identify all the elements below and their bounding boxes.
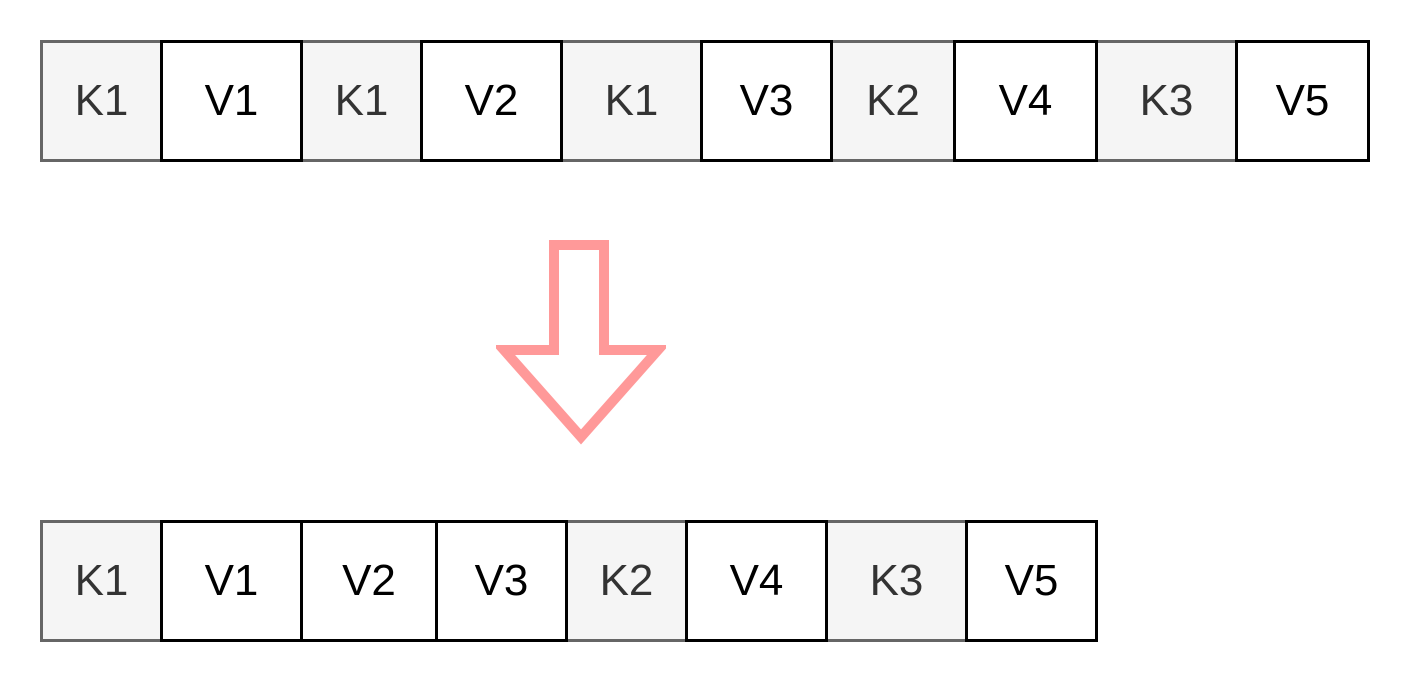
value-cell: V1	[160, 40, 303, 162]
key-cell: K3	[825, 520, 968, 642]
value-cell: V2	[420, 40, 563, 162]
key-cell: K1	[560, 40, 703, 162]
value-cell: V4	[953, 40, 1098, 162]
key-cell: K1	[40, 40, 163, 162]
key-cell: K1	[300, 40, 423, 162]
value-cell: V3	[435, 520, 568, 642]
value-cell: V2	[300, 520, 438, 642]
value-cell: V3	[700, 40, 833, 162]
down-arrow-icon	[496, 240, 666, 445]
value-cell: V5	[965, 520, 1098, 642]
key-cell: K1	[40, 520, 163, 642]
key-cell: K3	[1095, 40, 1238, 162]
value-cell: V5	[1235, 40, 1370, 162]
key-cell: K2	[830, 40, 956, 162]
value-cell: V1	[160, 520, 303, 642]
value-cell: V4	[685, 520, 828, 642]
key-cell: K2	[565, 520, 688, 642]
top-kv-sequence: K1 V1 K1 V2 K1 V3 K2 V4 K3 V5	[40, 40, 1370, 162]
arrow-outline	[496, 240, 666, 445]
bottom-kv-sequence: K1 V1 V2 V3 K2 V4 K3 V5	[40, 520, 1098, 642]
